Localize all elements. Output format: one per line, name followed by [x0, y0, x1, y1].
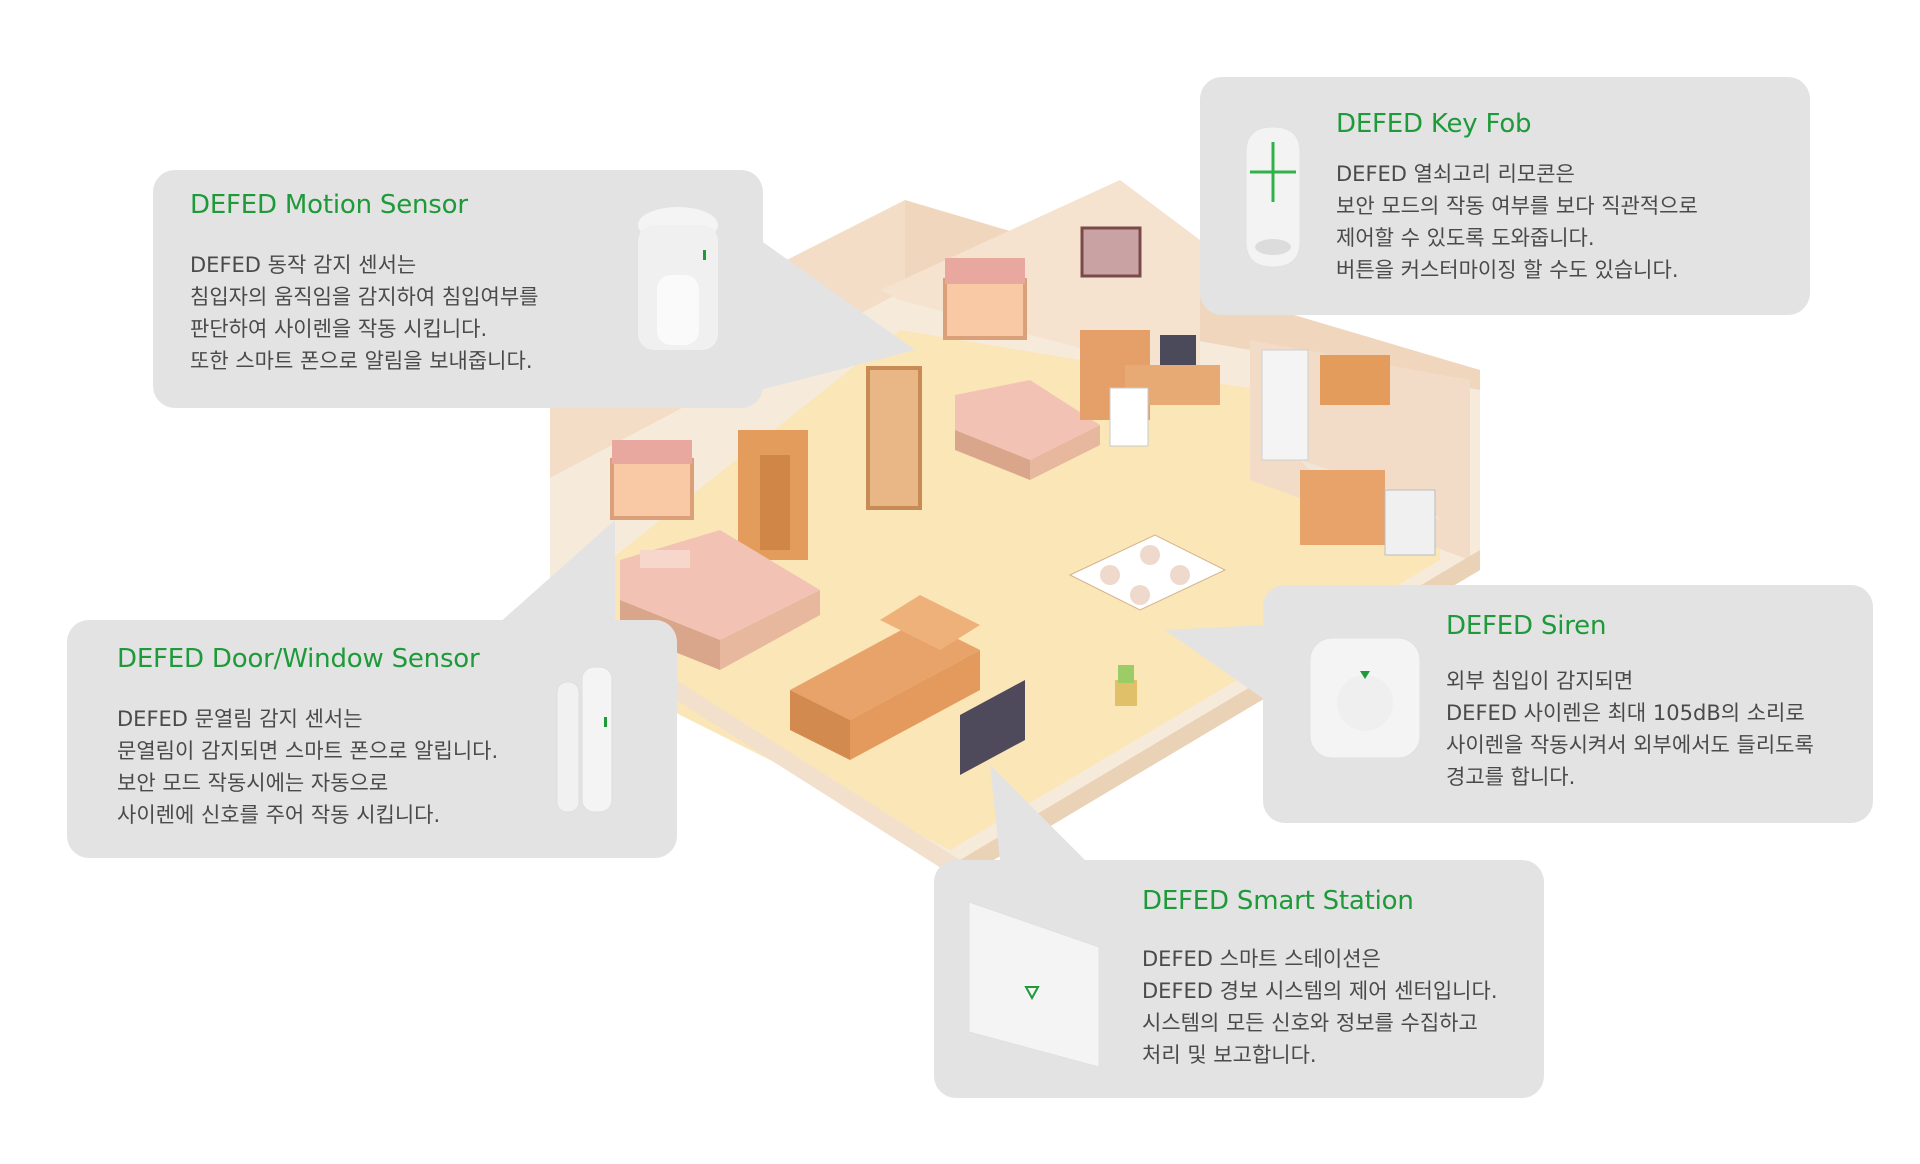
- smart-station-line: 시스템의 모든 신호와 정보를 수집하고: [1142, 1011, 1478, 1035]
- smart-station-title: DEFED Smart Station: [1142, 886, 1414, 916]
- plant: [1115, 665, 1137, 706]
- door-window-sensor-description: DEFED 문열림 감지 센서는 문열림이 감지되면 스마트 폰으로 알립니다.…: [117, 703, 498, 831]
- key-fob-icon: [1245, 126, 1301, 268]
- picture-frame: [1080, 226, 1142, 278]
- smart-station-line: DEFED 스마트 스테이션은: [1142, 947, 1381, 971]
- desk: [1080, 330, 1220, 447]
- motion-sensor-icon: [638, 207, 718, 350]
- smart-station-description: DEFED 스마트 스테이션은 DEFED 경보 시스템의 제어 센터입니다. …: [1142, 943, 1498, 1071]
- siren-title: DEFED Siren: [1446, 611, 1607, 641]
- sofa: [790, 595, 980, 760]
- motion-sensor-line: 또한 스마트 폰으로 알림을 보내줍니다.: [190, 349, 533, 373]
- key-fob-line: DEFED 열쇠고리 리모콘은: [1336, 162, 1575, 186]
- siren-line: DEFED 사이렌은 최대 105dB의 소리로: [1446, 701, 1805, 725]
- smart-station-card: DEFED Smart Station DEFED 스마트 스테이션은 DEFE…: [934, 860, 1544, 1098]
- key-fob-line: 제어할 수 있도록 도와줍니다.: [1336, 226, 1595, 250]
- motion-sensor-description: DEFED 동작 감지 센서는 침입자의 움직임을 감지하여 침입여부를 판단하…: [190, 249, 538, 377]
- door-window-sensor-line: 보안 모드 작동시에는 자동으로: [117, 771, 389, 795]
- siren-line: 사이렌을 작동시켜서 외부에서도 들리도록: [1446, 733, 1814, 757]
- key-fob-description: DEFED 열쇠고리 리모콘은 보안 모드의 작동 여부를 보다 직관적으로 제…: [1336, 158, 1698, 286]
- door-window-sensor-line: DEFED 문열림 감지 센서는: [117, 707, 363, 731]
- smart-station-line: 처리 및 보고합니다.: [1142, 1043, 1317, 1067]
- motion-sensor-line: DEFED 동작 감지 센서는: [190, 253, 417, 277]
- window-left: [610, 440, 694, 520]
- siren-description: 외부 침입이 감지되면 DEFED 사이렌은 최대 105dB의 소리로 사이렌…: [1446, 665, 1814, 793]
- key-fob-line: 보안 모드의 작동 여부를 보다 직관적으로: [1336, 194, 1698, 218]
- siren-line: 외부 침입이 감지되면: [1446, 669, 1634, 693]
- dining-table: [1068, 534, 1227, 611]
- siren-card: DEFED Siren 외부 침입이 감지되면 DEFED 사이렌은 최대 10…: [1263, 585, 1873, 823]
- door-window-sensor-icon: [556, 666, 613, 813]
- door-window-sensor-title: DEFED Door/Window Sensor: [117, 644, 480, 674]
- bed-top: [955, 380, 1100, 480]
- key-fob-line: 버튼을 커스터마이징 할 수도 있습니다.: [1336, 258, 1679, 282]
- motion-sensor-title: DEFED Motion Sensor: [190, 190, 468, 220]
- door-window-sensor-card: DEFED Door/Window Sensor DEFED 문열림 감지 센서…: [67, 620, 677, 858]
- door-window-sensor-line: 문열림이 감지되면 스마트 폰으로 알립니다.: [117, 739, 499, 763]
- siren-line: 경고를 합니다.: [1446, 765, 1576, 789]
- kitchen: [1261, 349, 1440, 556]
- motion-sensor-card: DEFED Motion Sensor DEFED 동작 감지 센서는 침입자의…: [153, 170, 763, 408]
- mirror-door: [866, 366, 922, 510]
- key-fob-card: DEFED Key Fob DEFED 열쇠고리 리모콘은 보안 모드의 작동 …: [1200, 77, 1810, 315]
- key-fob-title: DEFED Key Fob: [1336, 109, 1532, 139]
- window-top: [943, 258, 1027, 340]
- motion-sensor-line: 침입자의 움직임을 감지하여 침입여부를: [190, 285, 539, 309]
- tv: [960, 680, 1025, 775]
- smart-station-line: DEFED 경보 시스템의 제어 센터입니다.: [1142, 979, 1498, 1003]
- smart-station-icon: [968, 901, 1100, 1068]
- door-window-sensor-line: 사이렌에 신호를 주어 작동 시킵니다.: [117, 803, 441, 827]
- siren-icon: [1309, 637, 1421, 759]
- motion-sensor-line: 판단하여 사이렌을 작동 시킵니다.: [190, 317, 488, 341]
